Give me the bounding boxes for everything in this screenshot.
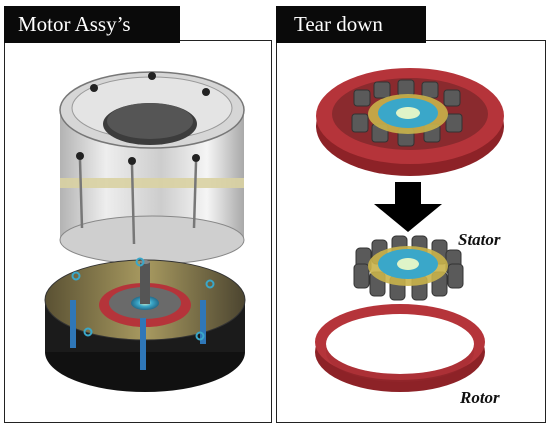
down-arrow-icon	[374, 182, 442, 232]
stator-label: Stator	[458, 230, 501, 249]
motor-base-assembly	[44, 257, 246, 392]
rotor-label: Rotor	[460, 388, 500, 407]
rotor-ring-illustration	[315, 304, 485, 392]
tear-down-title: Tear down	[276, 6, 426, 43]
motor-housing-cover	[59, 71, 245, 265]
assembled-motor	[316, 68, 504, 176]
stator-illustration	[353, 235, 464, 301]
motor-assembly-title: Motor Assy’s	[4, 6, 180, 43]
